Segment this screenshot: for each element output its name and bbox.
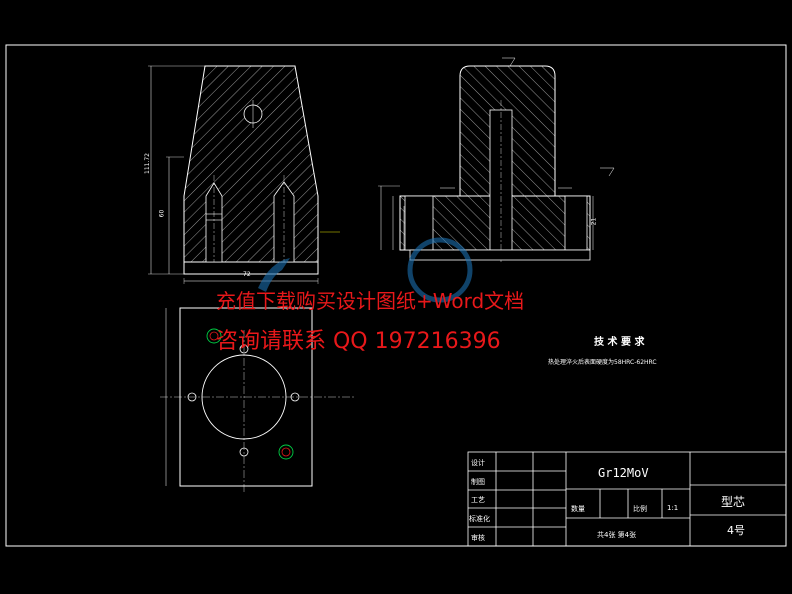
- dim-width: 72: [243, 271, 251, 278]
- tb-row-review: 审核: [471, 534, 485, 542]
- watermark-line1: 充值下载购买设计图纸+Word文档: [216, 289, 525, 313]
- dim-right-height: 21: [590, 217, 598, 226]
- tb-scale-label: 比例: [633, 505, 647, 513]
- tb-drawing-no: 4号: [727, 524, 745, 537]
- logo-watermark: [258, 237, 473, 303]
- drawing-frame: [5, 44, 787, 547]
- side-view: [378, 57, 615, 262]
- watermark-line2: 咨询请联系 QQ 197216396: [216, 329, 501, 354]
- front-view: [148, 65, 340, 284]
- title-block: [467, 451, 787, 547]
- tb-row-drawing: 制图: [471, 478, 485, 486]
- dim-height: 111.72: [144, 153, 151, 174]
- dim-side-height: 60: [158, 209, 166, 218]
- tb-row-process: 工艺: [471, 496, 485, 504]
- tb-sheet: 共4张 第4张: [597, 531, 637, 539]
- tb-scale-value: 1:1: [667, 504, 679, 512]
- tech-requirements-title: 技 术 要 求: [594, 337, 645, 348]
- tb-material: Gr12MoV: [598, 466, 649, 480]
- tb-part-name: 型芯: [721, 495, 746, 509]
- tb-row-design: 设计: [471, 459, 485, 467]
- tb-qty-label: 数量: [571, 505, 585, 513]
- top-view: [160, 307, 356, 494]
- tb-row-standard: 标准化: [469, 515, 490, 523]
- tech-requirements-note: 热处理淬火后表面硬度为58HRC-62HRC: [548, 359, 657, 366]
